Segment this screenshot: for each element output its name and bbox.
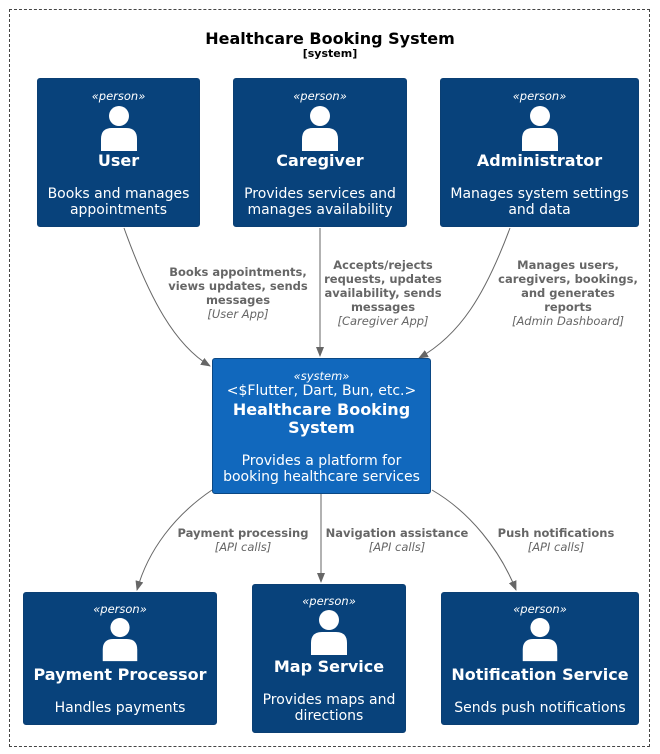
- user-node: «person» User Books and manages appointm…: [37, 78, 200, 227]
- notification-service-node: «person» Notification Service Sends push…: [441, 592, 639, 725]
- person-icon: [102, 617, 138, 662]
- system-boundary: [9, 9, 650, 747]
- caregiver-node: «person» Caregiver Provides services and…: [233, 78, 407, 227]
- edge-admin-line-3: and generates: [521, 286, 615, 300]
- map-stereotype: «person»: [302, 594, 356, 608]
- boundary-subtitle: [system]: [302, 47, 358, 60]
- edge-payment-line-1: Payment processing: [177, 526, 309, 540]
- map-desc-2: directions: [294, 708, 364, 724]
- edge-label-caregiver: Accepts/rejects requests, updates availa…: [314, 258, 452, 328]
- map-service-node: «person» Map Service Provides maps and d…: [252, 584, 406, 733]
- edge-admin-line-4: reports: [544, 300, 592, 314]
- edge-caregiver-tech: [Caregiver App]: [337, 314, 429, 328]
- system-name-1: Healthcare Booking: [232, 400, 411, 419]
- edge-label-payment: Payment processing [API calls]: [166, 526, 320, 554]
- edge-notification: [431, 489, 517, 591]
- edge-caregiver-line-1: Accepts/rejects: [333, 258, 433, 272]
- notification-name: Notification Service: [451, 665, 629, 684]
- payment-desc-1: Handles payments: [54, 700, 186, 716]
- user-stereotype: «person»: [91, 89, 146, 103]
- caregiver-name: Caregiver: [276, 151, 364, 170]
- user-desc-2: appointments: [69, 202, 168, 218]
- edge-caregiver-line-3: availability, sends: [324, 286, 442, 300]
- person-icon: [522, 617, 558, 662]
- edge-user: [123, 227, 211, 367]
- caregiver-stereotype: «person»: [293, 89, 347, 103]
- edge-notification-tech: [API calls]: [527, 540, 585, 554]
- caregiver-desc-1: Provides services and: [244, 186, 396, 202]
- edge-caregiver-line-2: requests, updates: [324, 272, 442, 286]
- edge-admin-line-1: Manages users,: [517, 258, 619, 272]
- caregiver-desc-2: manages availability: [247, 202, 393, 218]
- notification-stereotype: «person»: [513, 602, 567, 616]
- administrator-name: Administrator: [476, 151, 603, 170]
- edge-label-map: Navigation assistance [API calls]: [320, 526, 474, 554]
- edge-label-notification: Push notifications [API calls]: [486, 526, 626, 554]
- user-name: User: [97, 151, 140, 170]
- edge-payment: [135, 489, 213, 591]
- edge-map-tech: [API calls]: [368, 540, 426, 554]
- administrator-stereotype: «person»: [512, 89, 567, 103]
- person-icon: [521, 106, 558, 151]
- administrator-desc-1: Manages system settings: [450, 186, 629, 202]
- payment-name: Payment Processor: [33, 665, 207, 684]
- edge-user-line-3: messages: [205, 293, 271, 307]
- edge-user-line-1: Books appointments,: [169, 265, 307, 279]
- system-technology: <$Flutter, Dart, Bun, etc.>: [226, 383, 417, 399]
- edge-label-user: Books appointments, views updates, sends…: [160, 265, 316, 321]
- payment-processor-node: «person» Payment Processor Handles payme…: [23, 592, 217, 725]
- edge-admin-tech: [Admin Dashboard]: [511, 314, 625, 328]
- system-desc-1: Provides a platform for: [241, 453, 402, 469]
- user-desc-1: Books and manages: [47, 186, 190, 202]
- administrator-desc-2: and data: [508, 202, 571, 218]
- edge-user-line-2: views updates, sends: [168, 279, 308, 293]
- system-stereotype: «system»: [293, 369, 350, 383]
- system-desc-2: booking healthcare services: [223, 469, 420, 485]
- edge-map-line-1: Navigation assistance: [325, 526, 469, 540]
- map-name: Map Service: [273, 657, 385, 676]
- person-icon: [311, 610, 347, 655]
- administrator-node: «person» Administrator Manages system se…: [440, 78, 639, 227]
- edge-caregiver-line-4: messages: [350, 300, 416, 314]
- edge-admin-line-2: caregivers, bookings,: [498, 272, 638, 286]
- person-icon: [100, 106, 137, 151]
- edge-admin: [418, 227, 511, 359]
- notification-desc-1: Sends push notifications: [454, 700, 626, 716]
- edge-user-tech: [User App]: [207, 307, 269, 321]
- edge-label-admin: Manages users, caregivers, bookings, and…: [491, 258, 645, 328]
- healthcare-system-node: «system» <$Flutter, Dart, Bun, etc.> Hea…: [212, 358, 431, 494]
- edge-payment-tech: [API calls]: [214, 540, 272, 554]
- boundary-title: Healthcare Booking System: [205, 29, 455, 48]
- system-name-2: System: [288, 418, 355, 437]
- edge-notification-line-1: Push notifications: [497, 526, 615, 540]
- payment-stereotype: «person»: [93, 602, 147, 616]
- map-desc-1: Provides maps and: [262, 692, 396, 708]
- person-icon: [302, 106, 338, 151]
